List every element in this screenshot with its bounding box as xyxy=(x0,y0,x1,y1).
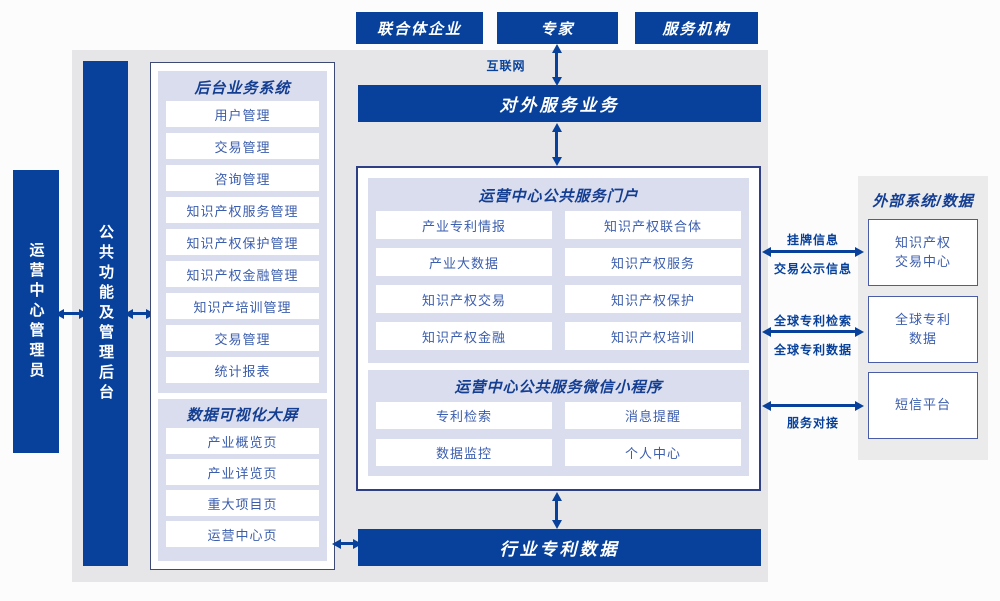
node-expert: 专家 xyxy=(497,12,618,44)
list-item: 重大项目页 xyxy=(166,490,319,516)
node-service-agency: 服务机构 xyxy=(635,12,758,44)
arrow-backend-to-system xyxy=(132,312,147,315)
portal-title: 运营中心公共服务门户 xyxy=(478,188,639,205)
industry-patent-data-bar: 行业专利数据 xyxy=(358,529,761,566)
link-label-listing-info: 挂牌信息 xyxy=(786,233,839,247)
node-label: 专家 xyxy=(540,20,575,38)
list-item: 产业详览页 xyxy=(166,459,319,485)
link-label-global-patent-search: 全球专利检索 xyxy=(773,314,852,328)
arrow-dataviz-to-patent-data xyxy=(340,542,354,545)
link-label-trade-publicity: 交易公示信息 xyxy=(773,262,852,276)
miniprogram-item: 专利检索 xyxy=(376,402,552,429)
ext-system-sms-platform: 短信平台 xyxy=(868,372,978,439)
node-consortium-enterprise: 联合体企业 xyxy=(356,12,483,44)
portal-item: 知识产权联合体 xyxy=(565,211,741,239)
node-label: 服务机构 xyxy=(662,20,731,38)
backend-system-list: 用户管理 交易管理 咨询管理 知识产权服务管理 知识产权保护管理 知识产权金融管… xyxy=(166,101,319,383)
list-item: 咨询管理 xyxy=(166,165,319,191)
miniprogram-panel: 运营中心公共服务微信小程序 专利检索 消息提醒 数据监控 个人中心 xyxy=(368,370,749,476)
arrow-portal-to-patent-data xyxy=(555,500,558,521)
portal-container: 运营中心公共服务门户 产业专利情报 知识产权联合体 产业大数据 知识产权服务 知… xyxy=(356,166,761,491)
portal-item: 知识产权金融 xyxy=(376,322,552,350)
rail-label: 公共功能及管理后台 xyxy=(97,223,114,404)
external-panel-title: 外部系统/数据 xyxy=(872,193,974,210)
miniprogram-title: 运营中心公共服务微信小程序 xyxy=(454,379,663,396)
ext-system-global-patent: 全球专利 数据 xyxy=(868,296,978,363)
arrow-ip-exchange xyxy=(770,250,856,253)
list-item: 交易管理 xyxy=(166,133,319,159)
list-item: 知识产权保护管理 xyxy=(166,229,319,255)
miniprogram-item: 个人中心 xyxy=(565,439,741,466)
rail-label: 运营中心管理员 xyxy=(27,241,45,382)
list-item: 交易管理 xyxy=(166,325,319,351)
arrow-internet xyxy=(555,52,558,78)
backend-system-title: 后台业务系统 xyxy=(194,80,291,97)
bar-label: 行业专利数据 xyxy=(499,540,620,559)
portal-item: 产业大数据 xyxy=(376,248,552,276)
portal-item: 知识产权交易 xyxy=(376,285,552,313)
list-item: 知识产权金融管理 xyxy=(166,261,319,287)
internet-label: 互联网 xyxy=(486,59,526,73)
portal-item: 知识产权服务 xyxy=(565,248,741,276)
dataviz-title: 数据可视化大屏 xyxy=(186,407,299,424)
rail-operations-admin: 运营中心管理员 xyxy=(13,170,59,453)
portal-item: 知识产权培训 xyxy=(565,322,741,350)
node-label: 联合体企业 xyxy=(376,20,462,38)
list-item: 统计报表 xyxy=(166,357,319,383)
list-item: 产业概览页 xyxy=(166,428,319,454)
list-item: 知识产培训管理 xyxy=(166,293,319,319)
external-service-bar: 对外服务业务 xyxy=(358,85,761,122)
rail-public-function-backend: 公共功能及管理后台 xyxy=(83,61,128,566)
backend-container: 后台业务系统 用户管理 交易管理 咨询管理 知识产权服务管理 知识产权保护管理 … xyxy=(150,62,335,570)
link-label-service-connect: 服务对接 xyxy=(786,416,839,430)
dataviz-panel: 数据可视化大屏 产业概览页 产业详览页 重大项目页 运营中心页 xyxy=(158,399,327,561)
list-item: 知识产权服务管理 xyxy=(166,197,319,223)
list-item: 用户管理 xyxy=(166,101,319,127)
backend-system-panel: 后台业务系统 用户管理 交易管理 咨询管理 知识产权服务管理 知识产权保护管理 … xyxy=(158,71,327,393)
portal-item: 知识产权保护 xyxy=(565,285,741,313)
miniprogram-item: 消息提醒 xyxy=(565,402,741,429)
arrow-global-patent xyxy=(770,330,856,333)
portal-panel: 运营中心公共服务门户 产业专利情报 知识产权联合体 产业大数据 知识产权服务 知… xyxy=(368,178,749,363)
arrow-admin-to-backend xyxy=(63,312,80,315)
list-item: 运营中心页 xyxy=(166,521,319,547)
ext-system-ip-exchange: 知识产权 交易中心 xyxy=(868,219,978,286)
arrow-sms-platform xyxy=(770,404,856,407)
miniprogram-grid: 专利检索 消息提醒 数据监控 个人中心 xyxy=(376,402,741,466)
portal-item: 产业专利情报 xyxy=(376,211,552,239)
bar-label: 对外服务业务 xyxy=(499,96,620,115)
portal-grid: 产业专利情报 知识产权联合体 产业大数据 知识产权服务 知识产权交易 知识产权保… xyxy=(376,211,741,350)
miniprogram-item: 数据监控 xyxy=(376,439,552,466)
link-label-global-patent-data: 全球专利数据 xyxy=(773,343,852,357)
dataviz-list: 产业概览页 产业详览页 重大项目页 运营中心页 xyxy=(166,428,319,547)
arrow-service-to-portal xyxy=(555,131,558,158)
